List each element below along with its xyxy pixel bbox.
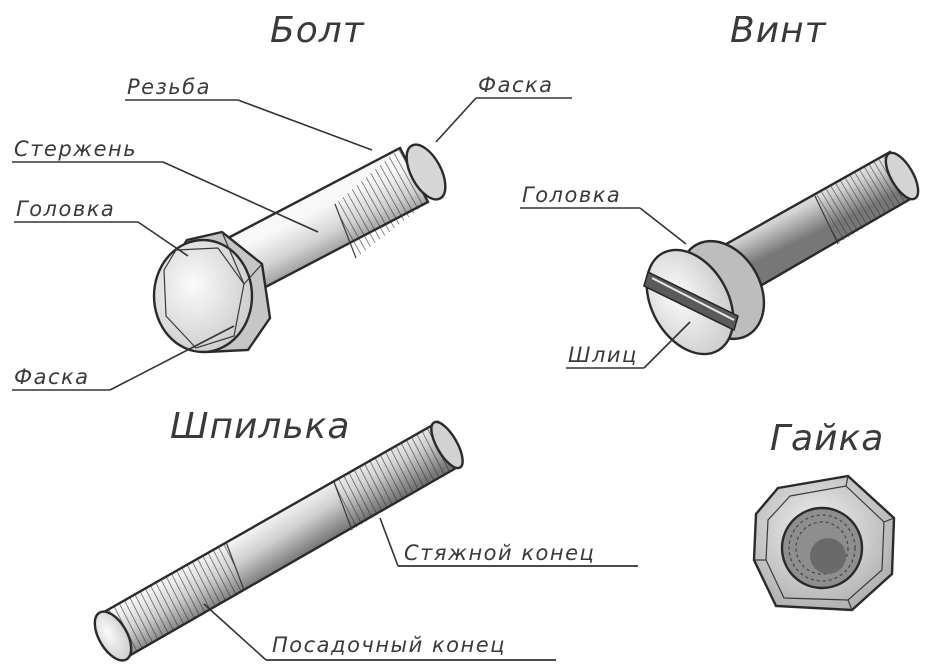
label-stud-tightening: Стяжной конец — [404, 541, 595, 565]
label-bolt-chamfer-bottom: Фаска — [14, 365, 90, 389]
label-bolt-chamfer-top: Фаска — [478, 73, 554, 97]
leader-stud-seating — [203, 603, 267, 661]
stud-end-bottom — [93, 610, 133, 662]
bolt-head-face — [152, 238, 254, 354]
leader-stud-tightening — [379, 517, 399, 567]
stud-end-top — [430, 420, 464, 470]
title-nut: Гайка — [770, 418, 884, 459]
screw-end — [884, 151, 920, 201]
stud-thread-seating — [104, 542, 244, 660]
label-bolt-head: Головка — [16, 197, 115, 221]
title-stud: Шпилька — [170, 406, 350, 447]
title-screw: Винт — [730, 10, 827, 51]
label-bolt-thread: Резьба — [127, 75, 211, 99]
nut-illustration — [752, 474, 896, 612]
screw-illustration — [643, 150, 920, 356]
stud-thread-tightening — [334, 422, 456, 530]
bolt-end — [405, 143, 447, 201]
label-bolt-shank: Стержень — [14, 137, 137, 161]
bolt-illustration — [152, 143, 447, 354]
screw-thread — [815, 152, 912, 244]
title-bolt: Болт — [270, 10, 365, 51]
label-screw-slot: Шлиц — [568, 343, 638, 367]
label-screw-head: Головка — [522, 183, 621, 207]
label-stud-seating: Посадочный конец — [272, 633, 506, 657]
stud-illustration — [93, 420, 464, 662]
bolt-thread — [335, 148, 428, 258]
